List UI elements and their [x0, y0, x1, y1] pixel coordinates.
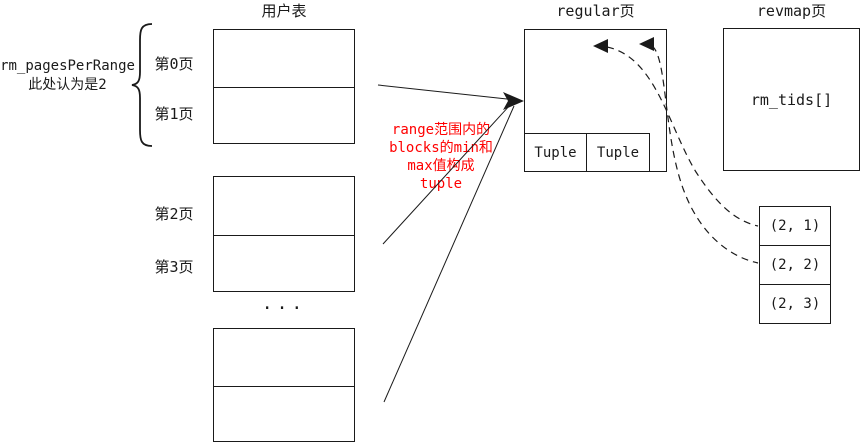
- page-2-label: 第2页: [154, 205, 194, 223]
- page-divider: [214, 386, 354, 387]
- solid-arrowhead-icon: [503, 92, 524, 110]
- tid-stack: (2, 1) (2, 2) (2, 3): [759, 206, 831, 324]
- tid-cell-1: (2, 1): [759, 206, 831, 246]
- ellipsis-more-pages: ···: [261, 298, 307, 319]
- regular-page-title: regular页: [556, 2, 635, 20]
- page-divider: [214, 235, 354, 236]
- user-table-block-n: [213, 328, 355, 442]
- user-table-block-0-1: [213, 29, 355, 144]
- pages-per-range-label: rm_pagesPerRange 此处认为是2: [0, 57, 135, 95]
- left-brace: [131, 23, 153, 147]
- user-table-block-2-3: [213, 176, 355, 292]
- tid-cell-2: (2, 2): [759, 245, 831, 285]
- tuple-cell-2: Tuple: [587, 133, 650, 171]
- page-3-label: 第3页: [154, 258, 194, 276]
- tuple-row: Tuple Tuple: [525, 133, 650, 171]
- user-table-title: 用户表: [261, 2, 307, 20]
- tuple-cell-1: Tuple: [525, 133, 587, 171]
- pages-per-range-label-line1: rm_pagesPerRange: [0, 58, 135, 74]
- tid-cell-3: (2, 3): [759, 284, 831, 324]
- page-1-label: 第1页: [154, 105, 194, 123]
- revmap-page-box: rm_tids[]: [723, 28, 860, 171]
- page-0-label: 第0页: [154, 55, 194, 73]
- range-annotation: range范围内的 blocks的min和 max值构成 tuple: [389, 122, 493, 192]
- rm-tids-array-label: rm_tids[]: [750, 90, 833, 109]
- range-line-block0: [377, 84, 508, 100]
- regular-page-box: Tuple Tuple: [524, 29, 667, 172]
- pages-per-range-label-line2: 此处认为是2: [28, 77, 107, 93]
- revmap-page-title: revmap页: [756, 2, 827, 20]
- page-divider: [214, 87, 354, 88]
